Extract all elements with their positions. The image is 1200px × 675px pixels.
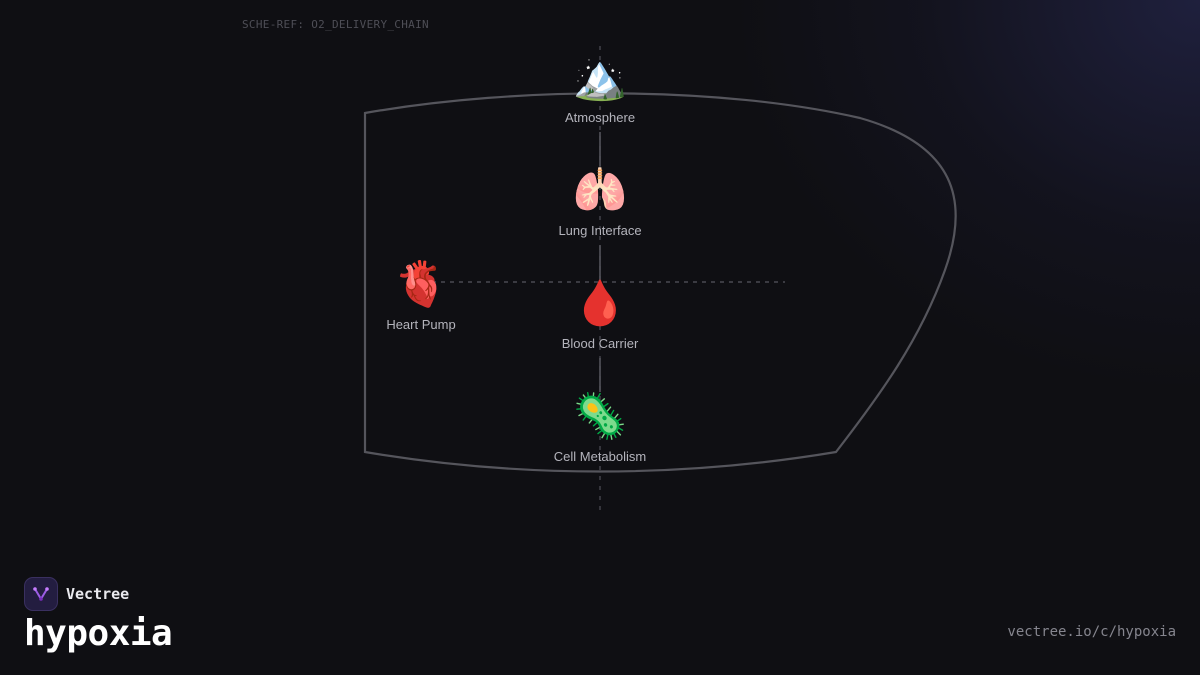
microbe-icon: 🦠	[572, 391, 628, 442]
schematic-reference: SCHE-REF: O2_DELIVERY_CHAIN	[242, 18, 429, 31]
brand-name: Vectree	[66, 585, 130, 603]
anatomical-heart-icon: 🫀	[393, 259, 449, 310]
node-blood-carrier-label: Blood Carrier	[561, 336, 639, 351]
share-url-link[interactable]: vectree.io/c/hypoxia	[1007, 624, 1176, 640]
page-title: hypoxia	[24, 613, 173, 654]
lungs-icon: 🫁	[572, 165, 628, 216]
vectree-logo-icon[interactable]	[24, 577, 58, 611]
node-cell-metabolism-label: Cell Metabolism	[553, 449, 647, 464]
node-lung-interface-label: Lung Interface	[558, 223, 642, 238]
node-heart-pump[interactable]: 🫀 Heart Pump	[341, 259, 501, 332]
system-boundary-outline	[363, 92, 957, 473]
vectree-logo-mark	[33, 587, 49, 601]
node-atmosphere-label: Atmosphere	[564, 110, 636, 125]
node-atmosphere[interactable]: 🏔️ Atmosphere	[520, 52, 680, 125]
node-lung-interface[interactable]: 🫁 Lung Interface	[520, 165, 680, 238]
brand-block: Vectree hypoxia	[24, 577, 173, 655]
blood-drop-icon: 🩸	[572, 278, 628, 329]
mountain-icon: 🏔️	[572, 52, 628, 103]
node-blood-carrier[interactable]: 🩸 Blood Carrier	[520, 278, 680, 351]
node-cell-metabolism[interactable]: 🦠 Cell Metabolism	[520, 391, 680, 464]
node-heart-pump-label: Heart Pump	[386, 317, 456, 332]
